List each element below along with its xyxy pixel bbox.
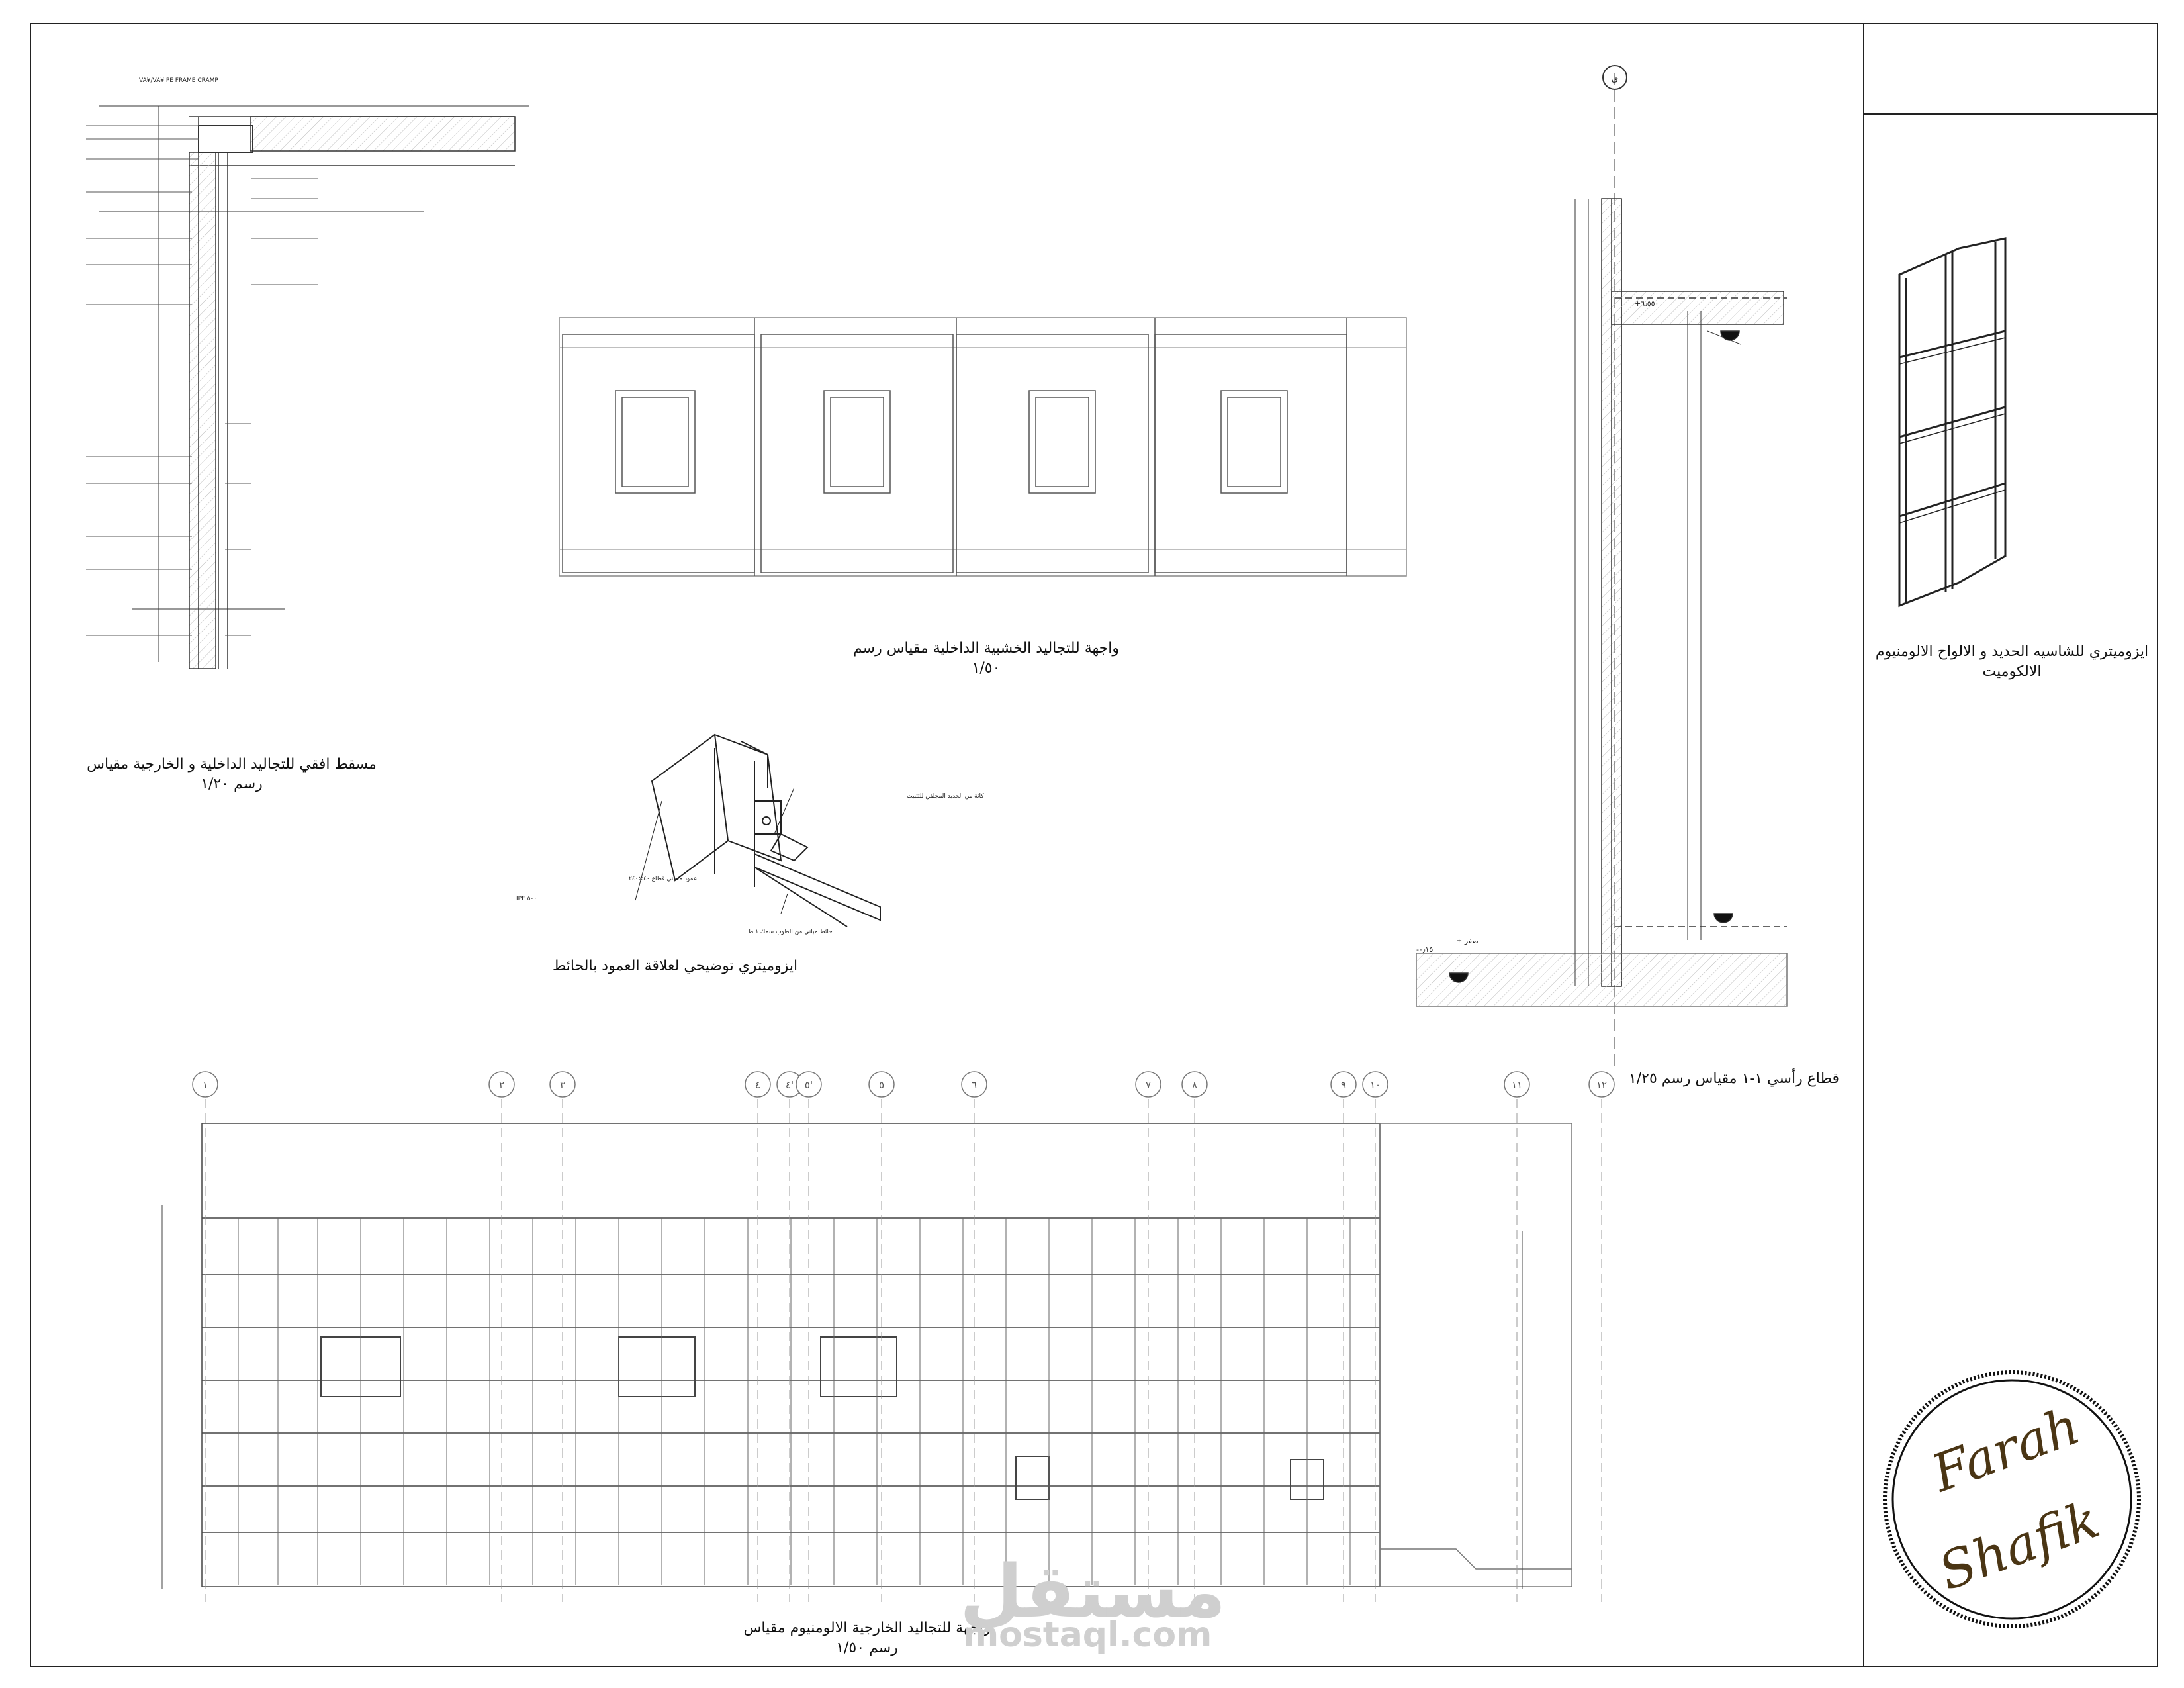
- grid-label: ٦: [972, 1079, 977, 1091]
- grid-label: ٢: [499, 1079, 504, 1091]
- plan-detail: [86, 105, 529, 669]
- grid-label: ٥': [805, 1079, 813, 1091]
- grid-bubble: [192, 1071, 218, 1098]
- grid-label: ٩: [1341, 1079, 1346, 1091]
- designer-logo: Farah Shafik: [1883, 1370, 2141, 1628]
- column-note-ipe: IPE ٥٠٠: [516, 896, 537, 902]
- sheet-border: [30, 23, 2158, 1667]
- grid-bubble: [1330, 1071, 1357, 1098]
- grid-bubble: [549, 1071, 576, 1098]
- frame-iso-title: ايزوميتري للشاسيه الحديد و الالواح الالو…: [1873, 642, 2151, 682]
- aluminum-elevation-title-line2: رسم ١/٥٠: [836, 1640, 898, 1656]
- level-zero: ± صفر: [1456, 937, 1479, 945]
- grid-bubble: [1181, 1071, 1208, 1098]
- grid-label: ٥: [879, 1079, 884, 1091]
- grid-label: ٧: [1146, 1079, 1151, 1091]
- grid-bubble: [1504, 1071, 1530, 1098]
- column-isometric: [635, 733, 881, 927]
- logo-text-second: Shafik: [1932, 1490, 2107, 1603]
- level-bottom: -٠٫١٥: [1416, 945, 1433, 954]
- grid-label: ٨: [1192, 1079, 1197, 1091]
- grid-label: ١٠: [1370, 1079, 1381, 1091]
- level-top: +٦٫٥٥٠: [1635, 299, 1659, 308]
- wood-elevation-title: واجهة للتجاليد الخشبية الداخلية مقياس رس…: [827, 639, 1145, 679]
- grid-label: ١١: [1512, 1079, 1522, 1091]
- column-note-wall: حائط مباني من الطوب سمك ١ ط: [748, 929, 833, 935]
- wood-elevation: [559, 317, 1407, 577]
- grid-bubble: [1362, 1071, 1388, 1098]
- grid-label: ١: [203, 1079, 208, 1091]
- grid-lines: [205, 1099, 1602, 1602]
- grid-bubble: [745, 1071, 771, 1098]
- column-note-column: عمود معدني قطاع ٤٠×٢٤٠: [629, 876, 697, 882]
- column-note-cladding: كانة من الحديد المجلفن للتثبيت: [907, 793, 984, 800]
- grid-bubble: [961, 1071, 987, 1098]
- grid-label: ١٢: [1596, 1079, 1607, 1091]
- vertical-section-title: قطاع رأسي ١-١ مقياس رسم ١/٢٥: [1628, 1070, 1840, 1087]
- elevation-vertical-joints: [238, 1218, 1351, 1585]
- column-iso-title: ايزوميتري توضيحي لعلاقة العمود بالحائط: [552, 958, 798, 974]
- plan-title-line1: مسقط افقي للتجاليد الداخلية و الخارجية م…: [87, 756, 377, 773]
- wood-elevation-title-line2: ١/٥٠: [972, 660, 1001, 677]
- grid-bubble: [1135, 1071, 1161, 1098]
- grid-label: ٣: [560, 1079, 565, 1091]
- aluminum-elevation-title: واجهة للتجاليد الخارجية الالومنيوم مقياس…: [688, 1618, 1046, 1658]
- plan-title: مسقط افقي للتجاليد الداخلية و الخارجية م…: [86, 755, 377, 794]
- plan-title-line2: رسم ١/٢٠: [201, 776, 263, 792]
- aluminum-elevation: [161, 1123, 1572, 1589]
- logo-text-first: Farah: [1923, 1396, 2087, 1505]
- watermark-arabic: مستقل: [960, 1549, 1226, 1634]
- grid-bubble: [868, 1071, 895, 1098]
- aluminum-elevation-title-line1: واجهة للتجاليد الخارجية الالومنيوم مقياس: [743, 1620, 991, 1636]
- frame-isometric: [1898, 237, 2007, 608]
- section-marker: ي: [1612, 73, 1619, 84]
- grid-bubble: [1588, 1071, 1615, 1098]
- frame-cramp-label: VA¥/VA¥ PE FRAME CRAMP: [139, 77, 218, 84]
- frame-iso-title-line2: الالكوميت: [1982, 663, 2042, 680]
- grid-bubble: [488, 1071, 515, 1098]
- grid-bubble: [796, 1071, 822, 1098]
- frame-iso-title-line1: ايزوميتري للشاسيه الحديد و الالواح الالو…: [1875, 643, 2149, 660]
- wood-elevation-title-line1: واجهة للتجاليد الخشبية الداخلية مقياس رس…: [853, 640, 1119, 657]
- watermark-latin: mostaql.com: [963, 1615, 1212, 1655]
- grid-label: ٤': [786, 1079, 794, 1091]
- grid-label: ٤: [755, 1079, 760, 1091]
- vertical-section: [1416, 65, 1788, 1066]
